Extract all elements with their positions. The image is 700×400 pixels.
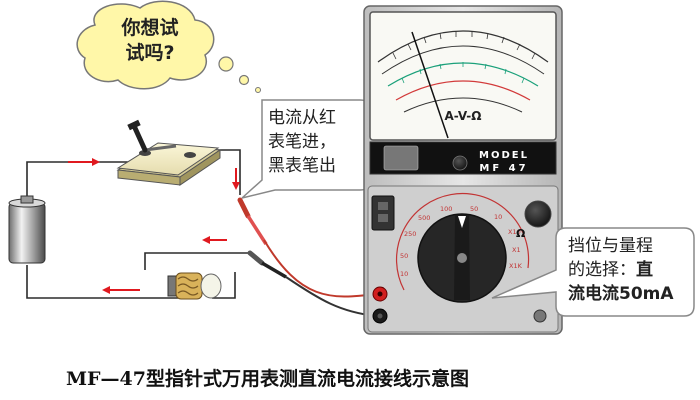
svg-text:X1K: X1K — [509, 262, 523, 270]
model-line2: MF 47 — [479, 163, 528, 174]
model-line1: MODEL — [479, 150, 529, 161]
svg-text:250: 250 — [404, 230, 416, 238]
svg-text:10: 10 — [494, 213, 502, 221]
diagram-caption: MF—47型指针式万用表测直流电流接线示意图 — [66, 368, 469, 390]
battery-icon — [8, 195, 46, 264]
range-callout-line-2-bold: 直 — [636, 260, 653, 280]
probe-callout-line-3: 黑表笔出 — [268, 156, 336, 176]
svg-text:X1: X1 — [512, 246, 521, 254]
svg-text:500: 500 — [418, 214, 430, 222]
ohm-label: Ω — [516, 227, 526, 240]
dial-symbol: A-V-Ω — [445, 109, 482, 123]
svg-text:X10: X10 — [508, 228, 521, 236]
bulb-icon — [167, 272, 222, 300]
meter-needle — [411, 31, 449, 139]
range-callout-text: 挡位与量程 的选择：直 流电流50mA — [568, 234, 692, 306]
probe-callout-line-2: 表笔进， — [268, 132, 336, 152]
range-callout-shape — [491, 227, 695, 317]
svg-text:10: 10 — [400, 270, 408, 278]
probe-callout-line-1: 电流从红 — [268, 108, 336, 128]
range-callout-line-2: 的选择： — [568, 260, 636, 280]
thought-line-1: 你想试 — [121, 17, 179, 39]
thought-bubble — [76, 0, 261, 93]
black-probe — [247, 250, 377, 317]
range-callout-line-1: 挡位与量程 — [568, 236, 653, 256]
thought-bubble-text: 你想试 试吗? — [96, 16, 204, 66]
svg-text:100: 100 — [440, 205, 452, 213]
current-arrows — [68, 158, 240, 294]
svg-text:50: 50 — [400, 252, 408, 260]
thought-line-2: 试吗? — [125, 42, 175, 64]
svg-text:50: 50 — [470, 205, 478, 213]
range-callout-line-3: 流电流50mA — [568, 284, 674, 304]
probe-callout-text: 电流从红 表笔进， 黑表笔出 — [268, 106, 368, 178]
red-probe — [237, 197, 377, 298]
knife-switch-icon — [116, 119, 222, 186]
